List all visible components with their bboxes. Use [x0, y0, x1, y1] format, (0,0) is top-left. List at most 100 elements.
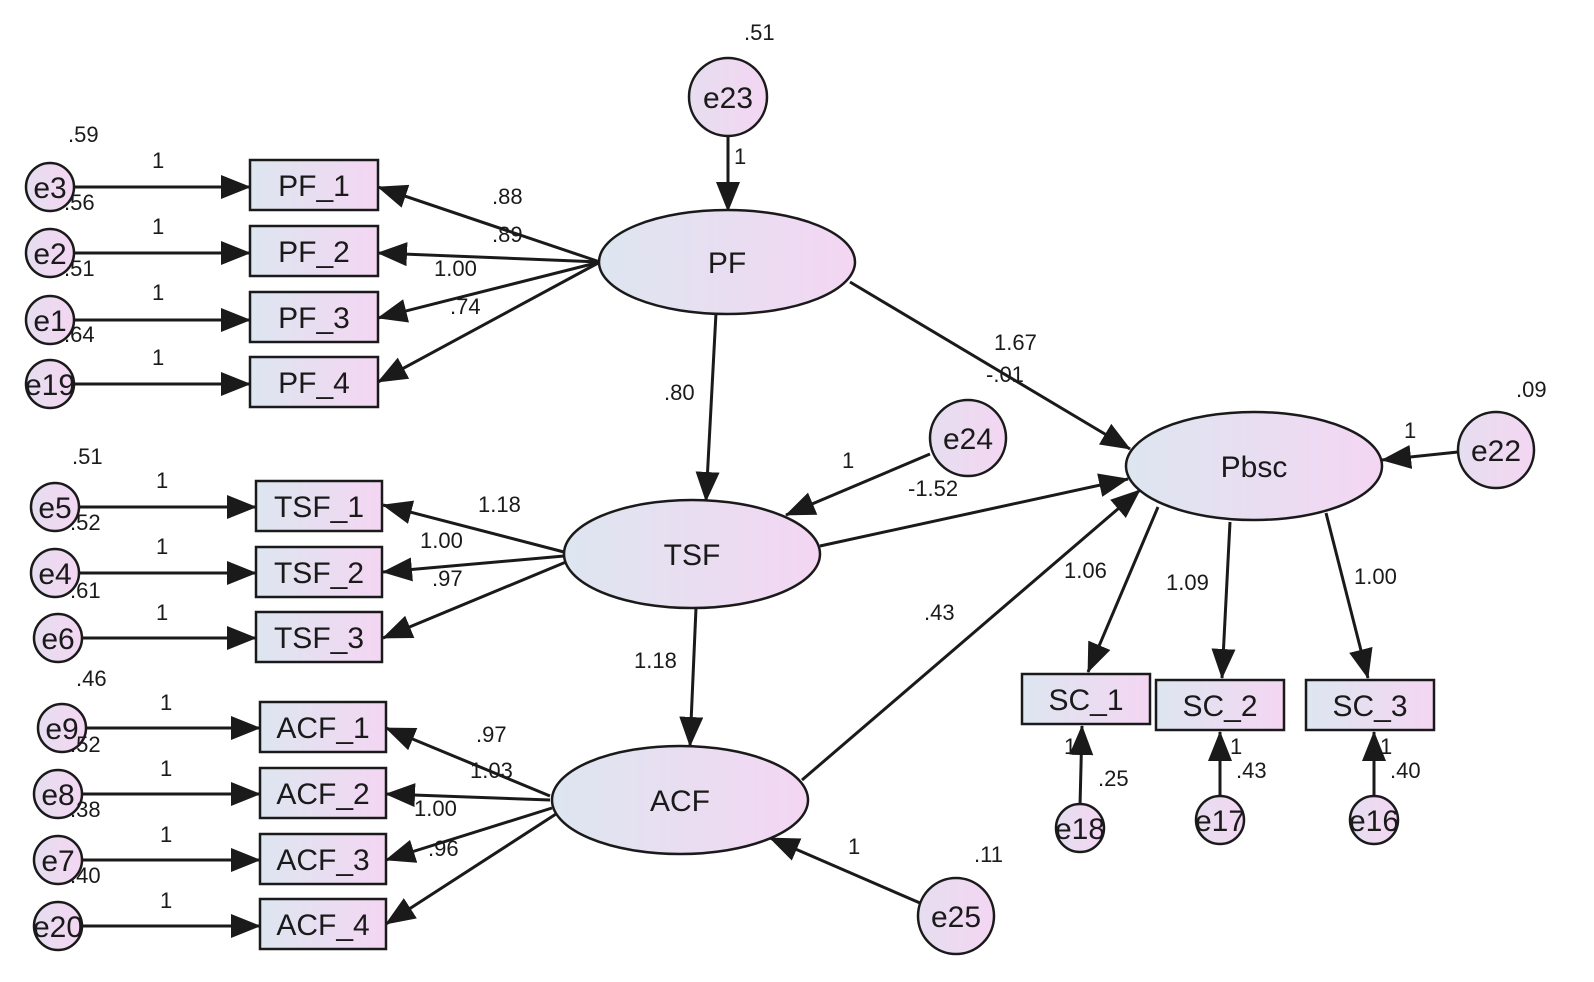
- error-e24: e24: [928, 398, 1008, 478]
- box-acf-4: ACF_4: [258, 897, 388, 951]
- variance-e3: .59: [68, 122, 99, 147]
- label-sc-1: SC_1: [1048, 684, 1123, 717]
- error-e6-label: e6: [41, 623, 74, 656]
- fixed-e8: 1: [160, 756, 172, 781]
- variance-e23: .51: [744, 20, 775, 45]
- fixed-e24: 1: [842, 448, 854, 473]
- error-e5: e5: [29, 481, 81, 533]
- error-e8: e8: [32, 768, 84, 820]
- loading-acf-3: 1.00: [414, 796, 457, 821]
- edge-acf-acf1: [385, 726, 551, 798]
- fixed-path-labels: 1 1 1 1 1 1 1 1 1 1 1 1 1 1 1 1 1 1: [152, 144, 1416, 913]
- label-sc-2: SC_2: [1182, 690, 1257, 723]
- error-e3: e3: [24, 161, 76, 213]
- edge-tsf-tsf3: [382, 560, 567, 640]
- box-acf-3: ACF_3: [258, 832, 388, 886]
- edge-tsf-tsf1: [382, 500, 565, 554]
- label-tsf-3: TSF_3: [274, 622, 364, 655]
- error-e8-label: e8: [41, 779, 74, 812]
- fixed-e25: 1: [848, 834, 860, 859]
- edge-tsf-tsf2: [382, 554, 565, 582]
- error-e1-label: e1: [33, 305, 66, 338]
- edge-pf-pf3: [377, 260, 601, 323]
- box-acf-2: ACF_2: [258, 766, 388, 820]
- error-terms: e3 e2 e1 e19 e5 e4 e6 e9: [24, 56, 1536, 956]
- variance-e8: .52: [70, 732, 101, 757]
- fixed-e7: 1: [160, 822, 172, 847]
- label-pf-1: PF_1: [278, 170, 350, 203]
- edge-tsf-pbsc: [819, 473, 1129, 548]
- latent-pf-label: PF: [708, 247, 746, 280]
- error-e9-label: e9: [45, 713, 78, 746]
- edge-tsf-acf: [679, 607, 704, 747]
- box-sc-2: SC_2: [1154, 678, 1286, 732]
- edge-acf-acf4: [385, 812, 557, 926]
- structural-tsf-acf: 1.18: [634, 648, 677, 673]
- loading-pf-2: .89: [492, 222, 523, 247]
- error-e18-label: e18: [1055, 813, 1105, 846]
- box-pf-1: PF_1: [248, 158, 380, 212]
- loading-acf-1: .97: [476, 722, 507, 747]
- error-e18: e18: [1054, 802, 1106, 854]
- edge-acf-acf3: [385, 806, 553, 863]
- loading-acf-2: 1.03: [470, 758, 513, 783]
- loading-pf-4: .74: [450, 294, 481, 319]
- error-e1: e1: [24, 294, 76, 346]
- box-pf-3: PF_3: [248, 290, 380, 344]
- variance-e4: .52: [70, 510, 101, 535]
- box-sc-3: SC_3: [1304, 678, 1436, 732]
- loading-sc-1: 1.06: [1064, 558, 1107, 583]
- box-pf-4: PF_4: [248, 355, 380, 409]
- error-e7-label: e7: [41, 845, 74, 878]
- latent-variables: PF TSF ACF Pbsc: [550, 208, 1384, 856]
- loading-tsf-2: 1.00: [420, 528, 463, 553]
- edge-pf-pf2: [377, 242, 601, 267]
- loading-acf-4: .96: [428, 836, 459, 861]
- variance-e7: .38: [70, 797, 101, 822]
- edges: [68, 136, 1459, 938]
- error-e16-label: e16: [1349, 805, 1399, 838]
- latent-tsf-label: TSF: [664, 539, 721, 572]
- loading-tsf-1: 1.18: [478, 492, 521, 517]
- edge-e18-sc1: [1069, 725, 1094, 807]
- edge-e25-acf: [769, 836, 921, 905]
- structural-pf-pbsc: 1.67: [994, 330, 1037, 355]
- variance-e20: .40: [70, 863, 101, 888]
- box-tsf-1: TSF_1: [254, 479, 384, 533]
- error-e24-label: e24: [943, 423, 993, 456]
- label-sc-3: SC_3: [1332, 690, 1407, 723]
- edge-pbsc-sc1: [1086, 506, 1160, 673]
- label-acf-1: ACF_1: [276, 712, 369, 745]
- latent-pbsc: Pbsc: [1124, 410, 1384, 522]
- fixed-e19: 1: [152, 345, 164, 370]
- fixed-e9: 1: [160, 690, 172, 715]
- latent-pbsc-label: Pbsc: [1221, 451, 1288, 484]
- error-e22-label: e22: [1471, 435, 1521, 468]
- fixed-e5: 1: [156, 468, 168, 493]
- edge-acf-pbsc: [801, 488, 1141, 782]
- error-e25: e25: [916, 876, 996, 956]
- variance-e25: .11: [974, 842, 1003, 867]
- error-e7: e7: [32, 834, 84, 886]
- fixed-e17: 1: [1230, 734, 1242, 759]
- error-e2-label: e2: [33, 238, 66, 271]
- box-tsf-3: TSF_3: [254, 610, 384, 664]
- fixed-e1: 1: [152, 280, 164, 305]
- edge-e24-tsf: [785, 452, 931, 517]
- label-acf-3: ACF_3: [276, 844, 369, 877]
- edge-pf-pbsc: [849, 280, 1131, 451]
- loading-sc-3: 1.00: [1354, 564, 1397, 589]
- error-e3-label: e3: [33, 172, 66, 205]
- latent-tsf: TSF: [562, 498, 822, 610]
- fixed-e18: 1: [1064, 734, 1076, 759]
- latent-pf: PF: [597, 208, 857, 316]
- error-e2: e2: [24, 227, 76, 279]
- error-e9: e9: [36, 702, 88, 754]
- variance-e6: .61: [70, 578, 101, 603]
- variance-e9: .46: [76, 666, 107, 691]
- structural-pf-tsf: .80: [664, 380, 695, 405]
- fixed-e4: 1: [156, 534, 168, 559]
- label-acf-4: ACF_4: [276, 909, 369, 942]
- fixed-e22: 1: [1404, 418, 1416, 443]
- fixed-e2: 1: [152, 214, 164, 239]
